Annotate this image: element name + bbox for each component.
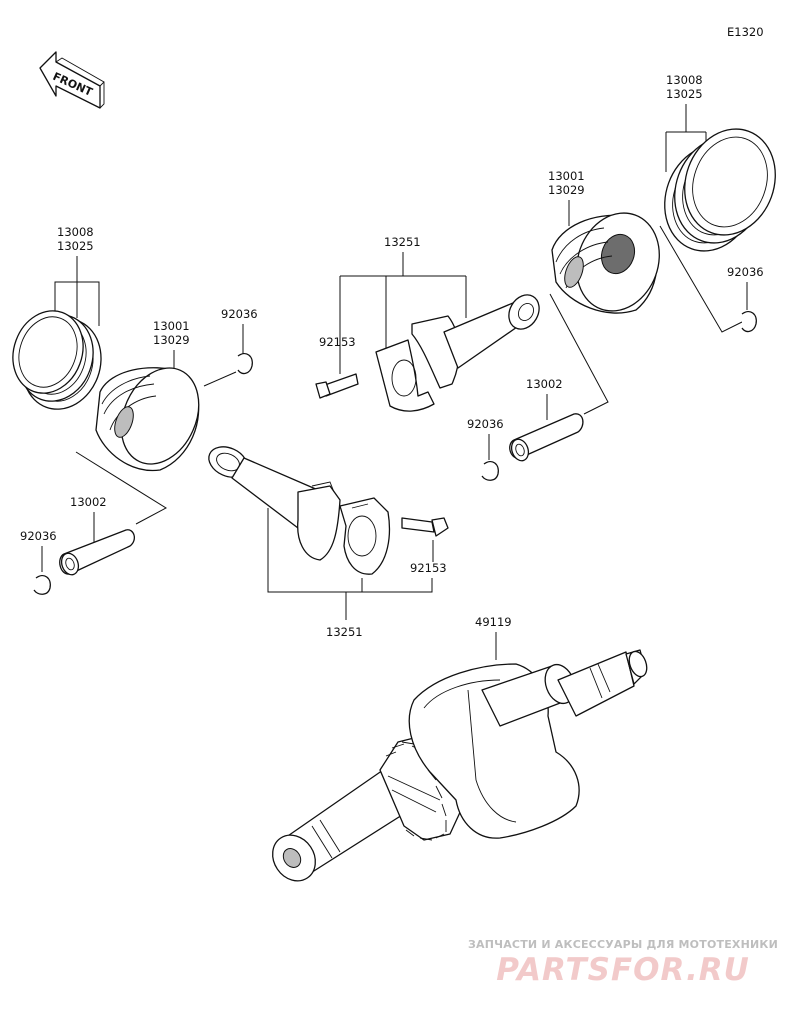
- label-rod-upper: 13251: [384, 235, 421, 249]
- label-piston-right-b: 13029: [548, 183, 585, 197]
- label-clip-mid: 92036: [467, 417, 504, 431]
- label-rings-left-b: 13025: [57, 239, 94, 253]
- piston-right: [551, 212, 660, 314]
- label-clip-right: 92036: [727, 265, 764, 279]
- label-piston-left-a: 13001: [153, 319, 190, 333]
- label-rings-right-b: 13025: [666, 87, 703, 101]
- connecting-rod-lower: [208, 446, 391, 575]
- circlip-upper-left: [237, 352, 253, 375]
- crankshaft: [272, 649, 648, 882]
- connecting-rod-upper: [375, 294, 540, 412]
- label-piston-left-b: 13029: [153, 333, 190, 347]
- piston-left: [95, 367, 200, 472]
- rod-bolt-lower: [401, 517, 449, 537]
- label-clip-left: 92036: [20, 529, 57, 543]
- label-bolt-lower: 92153: [410, 561, 447, 575]
- circlip-left: [33, 574, 51, 595]
- watermark-brand: PARTSFOR.RU: [496, 952, 750, 988]
- label-pin-left: 13002: [70, 495, 107, 509]
- label-bolt-upper: 92153: [319, 335, 356, 349]
- label-rings-right-a: 13008: [666, 73, 703, 87]
- piston-rings-left: [12, 310, 102, 410]
- piston-rings-right: [664, 128, 776, 252]
- label-rings-left-a: 13008: [57, 225, 94, 239]
- diagram-code: E1320: [727, 25, 764, 39]
- piston-pin-right: [509, 413, 584, 462]
- label-clip-upper-left: 92036: [221, 307, 258, 321]
- circlip-mid: [481, 460, 499, 481]
- label-piston-right-a: 13001: [548, 169, 585, 183]
- watermark-tagline: ЗАПЧАСТИ И АКСЕССУАРЫ ДЛЯ МОТОТЕХНИКИ: [468, 938, 778, 951]
- watermark: ЗАПЧАСТИ И АКСЕССУАРЫ ДЛЯ МОТОТЕХНИКИ PA…: [468, 938, 778, 989]
- rod-bolt-upper: [315, 373, 359, 399]
- front-arrow-icon: FRONT: [39, 51, 105, 109]
- circlip-right: [741, 310, 757, 333]
- piston-pin-left: [59, 529, 136, 576]
- label-rod-lower: 13251: [326, 625, 363, 639]
- label-crankshaft: 49119: [475, 615, 512, 629]
- label-pin-right: 13002: [526, 377, 563, 391]
